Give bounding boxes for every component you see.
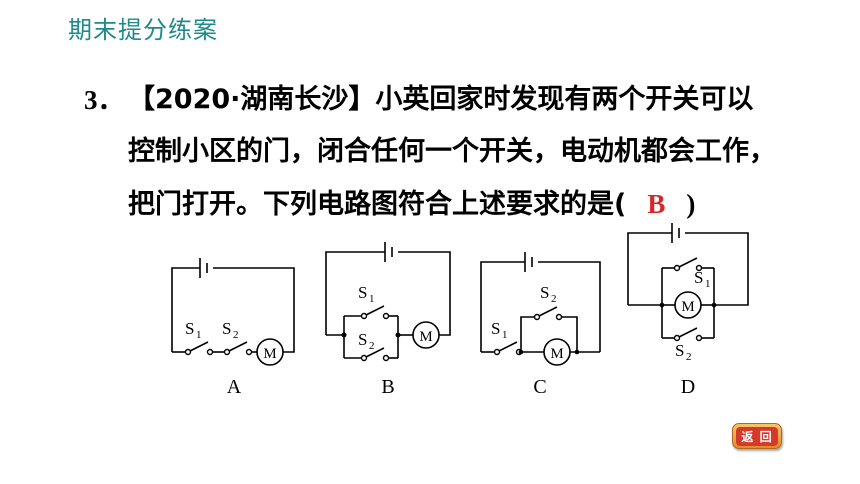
switch-s1-subscript: 1 (502, 329, 508, 341)
switch-s2-blade (365, 347, 385, 358)
motor-label: M (263, 346, 276, 362)
motor-symbol (256, 338, 284, 366)
motor-label: M (550, 346, 563, 362)
question-line-3: 把门打开。下列电路图符合上述要求的是( B) (128, 178, 695, 231)
question-number: 3． (84, 85, 125, 115)
switch-s1-label: S (491, 319, 500, 338)
switch-s2-label: S (222, 319, 231, 338)
switch-s1-blade (189, 341, 209, 352)
switch-s2-subscript: 2 (551, 293, 557, 305)
switch-s1-blade (678, 257, 698, 268)
return-button-label: 返 回 (736, 426, 778, 446)
page-header-title: 期末提分练案 (68, 16, 218, 44)
switch-s1-label: S (185, 319, 194, 338)
circuit-a: M S 1 S 2 A (171, 258, 295, 398)
motor-symbol (412, 321, 440, 349)
switch-s2-subscript: 2 (686, 351, 692, 363)
switch-s1-subscript: 1 (369, 293, 375, 305)
circuit-a-caption: A (227, 376, 242, 398)
motor-label: M (419, 329, 432, 345)
question-line-1: 【2020·湖南长沙】小英回家时发现有两个开关可以 (128, 84, 754, 115)
question-line-3-text: 把门打开。下列电路图符合上述要求的是( (128, 189, 627, 220)
circuit-d-caption: D (681, 376, 695, 398)
switch-s1-label: S (694, 268, 703, 287)
switch-s1-subscript: 1 (196, 329, 202, 341)
switch-s2-subscript: 2 (233, 329, 239, 341)
close-paren: ) (686, 189, 696, 219)
circuit-c-caption: C (533, 376, 546, 398)
switch-s1-blade (365, 305, 385, 316)
switch-s2-label: S (358, 330, 367, 349)
switch-s2-label: S (675, 341, 684, 360)
return-button[interactable]: 返 回 (732, 423, 782, 449)
circuit-b-caption: B (381, 376, 394, 398)
answer-choice: B (647, 189, 666, 219)
switch-s2-label: S (540, 283, 549, 302)
switch-s2-blade (678, 327, 698, 338)
circuit-b: M S 1 S 2 B (325, 242, 451, 398)
switch-s1-blade (498, 341, 518, 352)
circuit-d: M S 1 S 2 D (627, 223, 749, 398)
question-line-2: 控制小区的门，闭合任何一个开关，电动机都会工作， (128, 136, 776, 167)
switch-s2-subscript: 2 (369, 340, 375, 352)
switch-s2-blade (228, 341, 248, 352)
motor-label: M (681, 299, 694, 315)
circuit-c: M S 1 S 2 C (480, 252, 601, 398)
switch-s2-blade (538, 306, 558, 317)
switch-s1-label: S (358, 283, 367, 302)
switch-s1-subscript: 1 (705, 278, 711, 290)
